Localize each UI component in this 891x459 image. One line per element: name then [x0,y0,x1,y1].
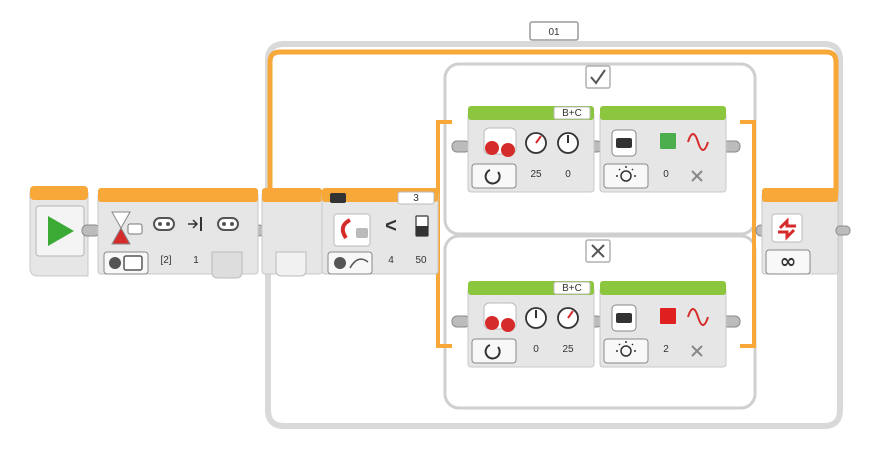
loop-name-label: 01 [548,27,560,38]
large-motor-pair-icon [483,127,517,157]
brick-icon [611,129,637,157]
move-steering-value[interactable]: 25 [530,169,542,180]
move-ports-label: B+C [562,283,582,294]
cross-icon [591,244,605,258]
switch-threshold-value[interactable]: 50 [415,255,427,266]
pulse-off-icon[interactable] [691,345,703,357]
wait-port-value[interactable]: [2] [160,255,171,266]
less-than-icon: < [385,215,397,237]
light-color-swatch [660,133,676,149]
light-mode-selector[interactable] [603,338,649,364]
switch-type-icon [330,193,346,203]
steering-gauge-icon [525,307,547,329]
switch-port-field[interactable] [397,191,435,205]
brick-icon [611,304,637,332]
brick-button-sensor-icon [153,217,175,231]
brick-buttons-icon [109,257,121,269]
infinity-icon: ∞ [780,249,797,273]
loop-mode-selector[interactable] [765,249,811,275]
steering-gauge-icon [525,132,547,154]
move-steering-block-true[interactable]: B+C 25 0 [467,106,595,193]
brick-button-icon [217,217,239,231]
loop-flow-line [267,49,839,196]
move-ports-label: B+C [562,108,582,119]
threshold-gauge-icon [415,215,429,237]
move-power-value[interactable]: 0 [565,169,571,180]
light-icon [616,341,636,357]
switch-right-bracket [740,120,756,348]
pulse-wave-icon [687,133,709,151]
move-ports-field[interactable] [553,281,591,295]
light-icon [616,166,636,182]
hourglass-brick-icon [111,211,143,245]
loop-interrupt-icon [771,213,803,243]
on-icon [484,344,501,360]
move-mode-selector[interactable] [471,163,517,189]
loop-name-tab[interactable]: 01 [529,21,579,41]
switch-compare-type-value[interactable]: 4 [388,255,394,266]
switch-sensor-block[interactable]: 3 < 4 50 [321,188,439,275]
start-block[interactable] [29,186,89,277]
move-steering-block-false[interactable]: B+C 0 25 [467,281,595,368]
pulse-off-icon[interactable] [691,170,703,182]
move-power-value[interactable]: 25 [562,344,574,355]
wait-threshold-value[interactable]: 1 [193,255,199,266]
compare-arrow-icon [188,217,202,231]
check-icon [590,69,606,85]
light-color-swatch [660,308,676,324]
wait-block[interactable]: [2] 1 [97,188,259,279]
move-steering-value[interactable]: 0 [533,344,539,355]
light-color-value[interactable]: 2 [663,344,669,355]
brick-status-light-block-true[interactable]: 0 [599,106,727,193]
switch-port-label: 3 [413,193,419,204]
play-icon [48,216,74,246]
power-gauge-icon [557,132,579,154]
wait-output-plug[interactable] [211,251,243,279]
loop-end-block[interactable]: ∞ [761,188,851,275]
brick-status-light-block-false[interactable]: 2 [599,281,727,368]
light-mode-selector[interactable] [603,163,649,189]
large-motor-pair-icon [483,302,517,332]
move-ports-field[interactable] [553,106,591,120]
pulse-wave-icon [687,308,709,326]
light-color-value[interactable]: 0 [663,169,669,180]
switch-begin-block[interactable] [261,188,323,277]
power-gauge-icon [557,307,579,329]
move-mode-selector[interactable] [471,338,517,364]
on-icon [484,169,501,185]
loop-exit-peg [835,225,851,236]
rotation-sensor-icon [333,213,371,247]
